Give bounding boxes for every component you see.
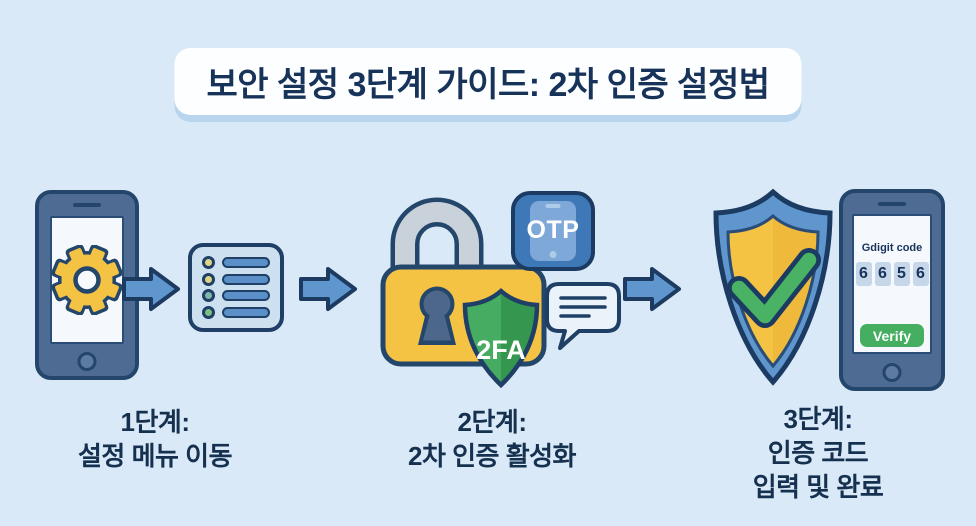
phone-home-button bbox=[882, 363, 902, 382]
menu-row bbox=[202, 272, 270, 286]
code-digit: 5 bbox=[893, 262, 910, 286]
menu-line bbox=[222, 257, 270, 268]
menu-dot-icon bbox=[202, 289, 215, 303]
step2-label-line1: 2단계: bbox=[457, 407, 527, 437]
arrow-right-icon bbox=[623, 267, 681, 311]
code-caption: Gdigit code bbox=[861, 242, 923, 254]
menu-dot-icon bbox=[202, 272, 215, 286]
phone-home-button bbox=[77, 352, 97, 371]
phone-speaker-bar bbox=[73, 203, 101, 207]
verify-button: Verify bbox=[860, 324, 924, 347]
menu-dot-icon bbox=[202, 305, 215, 319]
step1-label-line1: 1단계: bbox=[120, 407, 190, 437]
step1-label-line2: 설정 메뉴 이동 bbox=[78, 440, 232, 471]
menu-line bbox=[222, 306, 270, 318]
phone-speaker-bar bbox=[878, 202, 906, 206]
otp-phone-glyph bbox=[530, 201, 576, 261]
step3-label: 3단계: 인증 코드 입력 및 완료 bbox=[693, 403, 943, 504]
step3-label-line3: 입력 및 완료 bbox=[752, 471, 884, 502]
phone-screen: Gdigit code 6 6 5 6 Verify bbox=[852, 214, 932, 354]
arrow-right-icon bbox=[122, 267, 180, 311]
2fa-shield-icon: 2FA bbox=[462, 287, 540, 389]
otp-phone-home-dot bbox=[549, 251, 557, 258]
settings-gear-icon bbox=[52, 245, 122, 315]
code-digit: 6 bbox=[912, 262, 929, 286]
step2-label-line2: 2차 인증 활성화 bbox=[408, 440, 576, 471]
otp-app-icon: OTP bbox=[511, 191, 595, 271]
step2-label: 2단계: 2차 인증 활성화 bbox=[367, 406, 617, 474]
code-digit-row: 6 6 5 6 bbox=[854, 262, 930, 286]
step3-label-line1: 3단계: bbox=[783, 404, 853, 434]
checkmark-icon bbox=[727, 248, 821, 328]
check-shield-icon bbox=[713, 188, 833, 386]
menu-row bbox=[202, 289, 270, 303]
page-title: 보안 설정 3단계 가이드: 2차 인증 설정법 bbox=[206, 66, 770, 104]
2fa-badge-label: 2FA bbox=[476, 335, 526, 365]
menu-dot-icon bbox=[202, 256, 215, 269]
code-phone-icon: Gdigit code 6 6 5 6 Verify bbox=[839, 189, 945, 391]
menu-row bbox=[202, 256, 270, 269]
menu-list-icon bbox=[188, 243, 284, 332]
otp-phone-speaker bbox=[545, 204, 561, 208]
code-digit: 6 bbox=[855, 262, 872, 286]
arrow-right-icon bbox=[299, 267, 357, 311]
menu-line bbox=[222, 273, 270, 285]
keyhole-icon bbox=[418, 286, 456, 345]
otp-badge-label: OTP bbox=[526, 216, 580, 244]
sms-bubble-icon bbox=[545, 282, 621, 350]
menu-row bbox=[202, 305, 270, 319]
step3-label-line2: 인증 코드 bbox=[767, 437, 869, 468]
padlock-icon: 2FA bbox=[380, 197, 547, 389]
menu-line bbox=[222, 290, 270, 302]
step1-label: 1단계: 설정 메뉴 이동 bbox=[30, 406, 280, 474]
code-digit: 6 bbox=[874, 262, 891, 286]
title-banner: 보안 설정 3단계 가이드: 2차 인증 설정법 bbox=[174, 48, 802, 115]
